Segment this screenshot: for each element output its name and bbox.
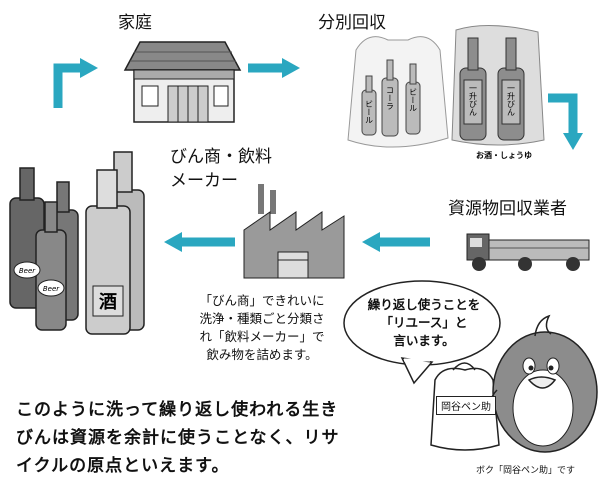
bottle-label-beer: ビール: [365, 100, 374, 124]
bottle-label-cola: コーラ: [386, 86, 395, 110]
bubble-line-1: 繰り返し使うことを: [367, 297, 481, 312]
bottle-label-beer-2: ビール: [409, 88, 418, 112]
bottle-label-beer-small-2: Beer: [43, 285, 60, 293]
bottle-label-ichigo-2: 一升びん: [507, 84, 516, 116]
node-label-maker-line2: メーカー: [170, 171, 238, 191]
mascot-bag-label: 岡谷ペン助: [436, 396, 496, 415]
node-label-home: 家庭: [118, 13, 152, 33]
maker-note: 「びん商」できれいに 洗浄・種類ごと分類さ れ「飲料メーカー」で 飲み物を詰めま…: [172, 292, 352, 364]
mascot-caption: ボク「岡谷ペン助」です: [476, 466, 576, 476]
bottles-illustration: Beer Beer 酒: [9, 151, 145, 335]
house-illustration: [123, 41, 242, 123]
bag-caption: お酒・しょうゆ: [476, 150, 532, 160]
summary-text: このように洗って繰り返し使われる生き びんは資源を余計に使うことなく、リサ イク…: [16, 396, 340, 480]
bottle-label-sake: 酒: [99, 291, 117, 313]
node-label-maker-line1: びん商・飲料: [170, 147, 272, 167]
bottle-label-ichigo-1: 一升びん: [469, 84, 478, 116]
maker-note-line-4: 飲み物を詰めます。: [206, 347, 318, 362]
penguin-mascot: [430, 314, 598, 453]
truck-illustration: [466, 233, 590, 271]
summary-line-3: イクルの原点といえます。: [16, 456, 230, 476]
arrow-to-home: [53, 63, 82, 108]
summary-line-2: びんは資源を余計に使うことなく、リサ: [16, 428, 340, 448]
factory-illustration: [243, 184, 345, 279]
arrow-to-home-head: [80, 58, 98, 78]
bottle-label-beer-small-1: Beer: [19, 267, 36, 275]
arrow-home-to-sorting-head: [282, 58, 300, 78]
arrow-collector-to-maker-head: [362, 232, 380, 252]
bubble-line-2: 「リユース」と: [380, 315, 468, 330]
arrow-sorting-to-collector-head: [563, 133, 583, 150]
sorted-bottles-illustration: ビール コーラ ビール 一升びん 一升びん お酒・しょうゆ: [347, 25, 545, 160]
maker-note-line-1: 「びん商」できれいに: [199, 293, 325, 308]
maker-note-line-2: 洗浄・種類ごと分類さ: [199, 311, 325, 326]
node-label-sorting: 分別回収: [318, 13, 386, 33]
speech-bubble-text: 繰り返し使うことを 「リユース」と 言います。: [354, 296, 494, 350]
speech-bubble: [343, 280, 501, 385]
arrow-sorting-to-collector: [548, 93, 578, 135]
node-label-collector: 資源物回収業者: [448, 199, 567, 219]
maker-note-line-3: れ「飲料メーカー」で: [199, 329, 325, 344]
bubble-line-3: 言います。: [393, 333, 455, 348]
arrow-maker-to-bottles-head: [164, 232, 182, 252]
summary-line-1: このように洗って繰り返し使われる生き: [16, 400, 339, 420]
